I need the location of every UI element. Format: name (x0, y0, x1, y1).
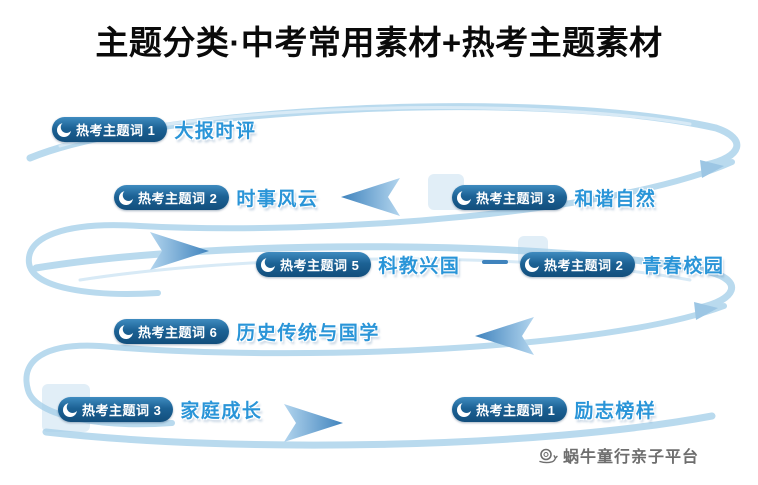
theme-badge-2: 热考主题词 2 时事风云 (114, 184, 318, 211)
theme-pill-label: 热考主题词 3 (82, 403, 162, 418)
theme-pill-label: 热考主题词 1 (476, 403, 556, 418)
theme-pill: 热考主题词 2 (114, 185, 230, 210)
theme-badge-8: 热考主题词 1 励志榜样 (452, 396, 656, 423)
theme-badge-3: 热考主题词 3 和谐自然 (452, 184, 656, 211)
theme-badge-6: 热考主题词 6 历史传统与国学 (114, 318, 380, 345)
crescent-moon-icon (119, 324, 133, 339)
crescent-moon-icon (63, 402, 77, 417)
arrow-right-icon (284, 404, 343, 442)
page-title: 主题分类·中考常用素材+热考主题素材 (95, 24, 663, 61)
swoosh-tip-icon (700, 160, 724, 178)
theme-badge-7: 热考主题词 3 家庭成长 (58, 396, 262, 423)
theme-pill-label: 热考主题词 2 (544, 258, 624, 273)
platform-watermark: 蜗牛童行亲子平台 (538, 443, 699, 467)
theme-pill: 热考主题词 3 (452, 185, 568, 210)
theme-badge-5: 热考主题词 2 青春校园 (520, 251, 724, 278)
snail-icon (539, 448, 558, 464)
theme-badge-4: 热考主题词 5 科教兴国 (256, 251, 460, 278)
theme-pill: 热考主题词 1 (52, 117, 168, 142)
crescent-moon-icon (261, 257, 275, 272)
theme-pill-label: 热考主题词 2 (138, 191, 218, 206)
theme-topic: 青春校园 (642, 256, 725, 277)
theme-pill-label: 热考主题词 5 (280, 258, 360, 273)
crescent-moon-icon (525, 257, 539, 272)
crescent-moon-icon (457, 402, 471, 417)
arrow-right-icon (150, 232, 209, 270)
theme-pill-label: 热考主题词 1 (76, 123, 156, 138)
theme-pill: 热考主题词 1 (452, 397, 568, 422)
theme-pill: 热考主题词 2 (520, 252, 636, 277)
arrow-left-icon (475, 317, 534, 355)
crescent-moon-icon (57, 122, 71, 137)
crescent-moon-icon (457, 190, 471, 205)
theme-pill: 热考主题词 3 (58, 397, 174, 422)
theme-topic: 励志榜样 (574, 401, 657, 422)
arrow-left-icon (341, 178, 400, 216)
theme-pill-label: 热考主题词 6 (138, 325, 218, 340)
platform-watermark-text: 蜗牛童行亲子平台 (563, 449, 700, 466)
theme-pill-label: 热考主题词 3 (476, 191, 556, 206)
theme-topic: 科教兴国 (378, 256, 461, 277)
theme-pill: 热考主题词 6 (114, 319, 230, 344)
theme-topic: 时事风云 (236, 189, 319, 210)
theme-pill: 热考主题词 5 (256, 252, 372, 277)
swoosh-tip-icon (694, 302, 718, 320)
theme-topic: 历史传统与国学 (236, 323, 380, 344)
theme-badge-1: 热考主题词 1 大报时评 (52, 116, 256, 143)
theme-topic: 大报时评 (174, 121, 257, 142)
theme-topic: 家庭成长 (180, 401, 263, 422)
crescent-moon-icon (119, 190, 133, 205)
theme-topic: 和谐自然 (574, 189, 657, 210)
